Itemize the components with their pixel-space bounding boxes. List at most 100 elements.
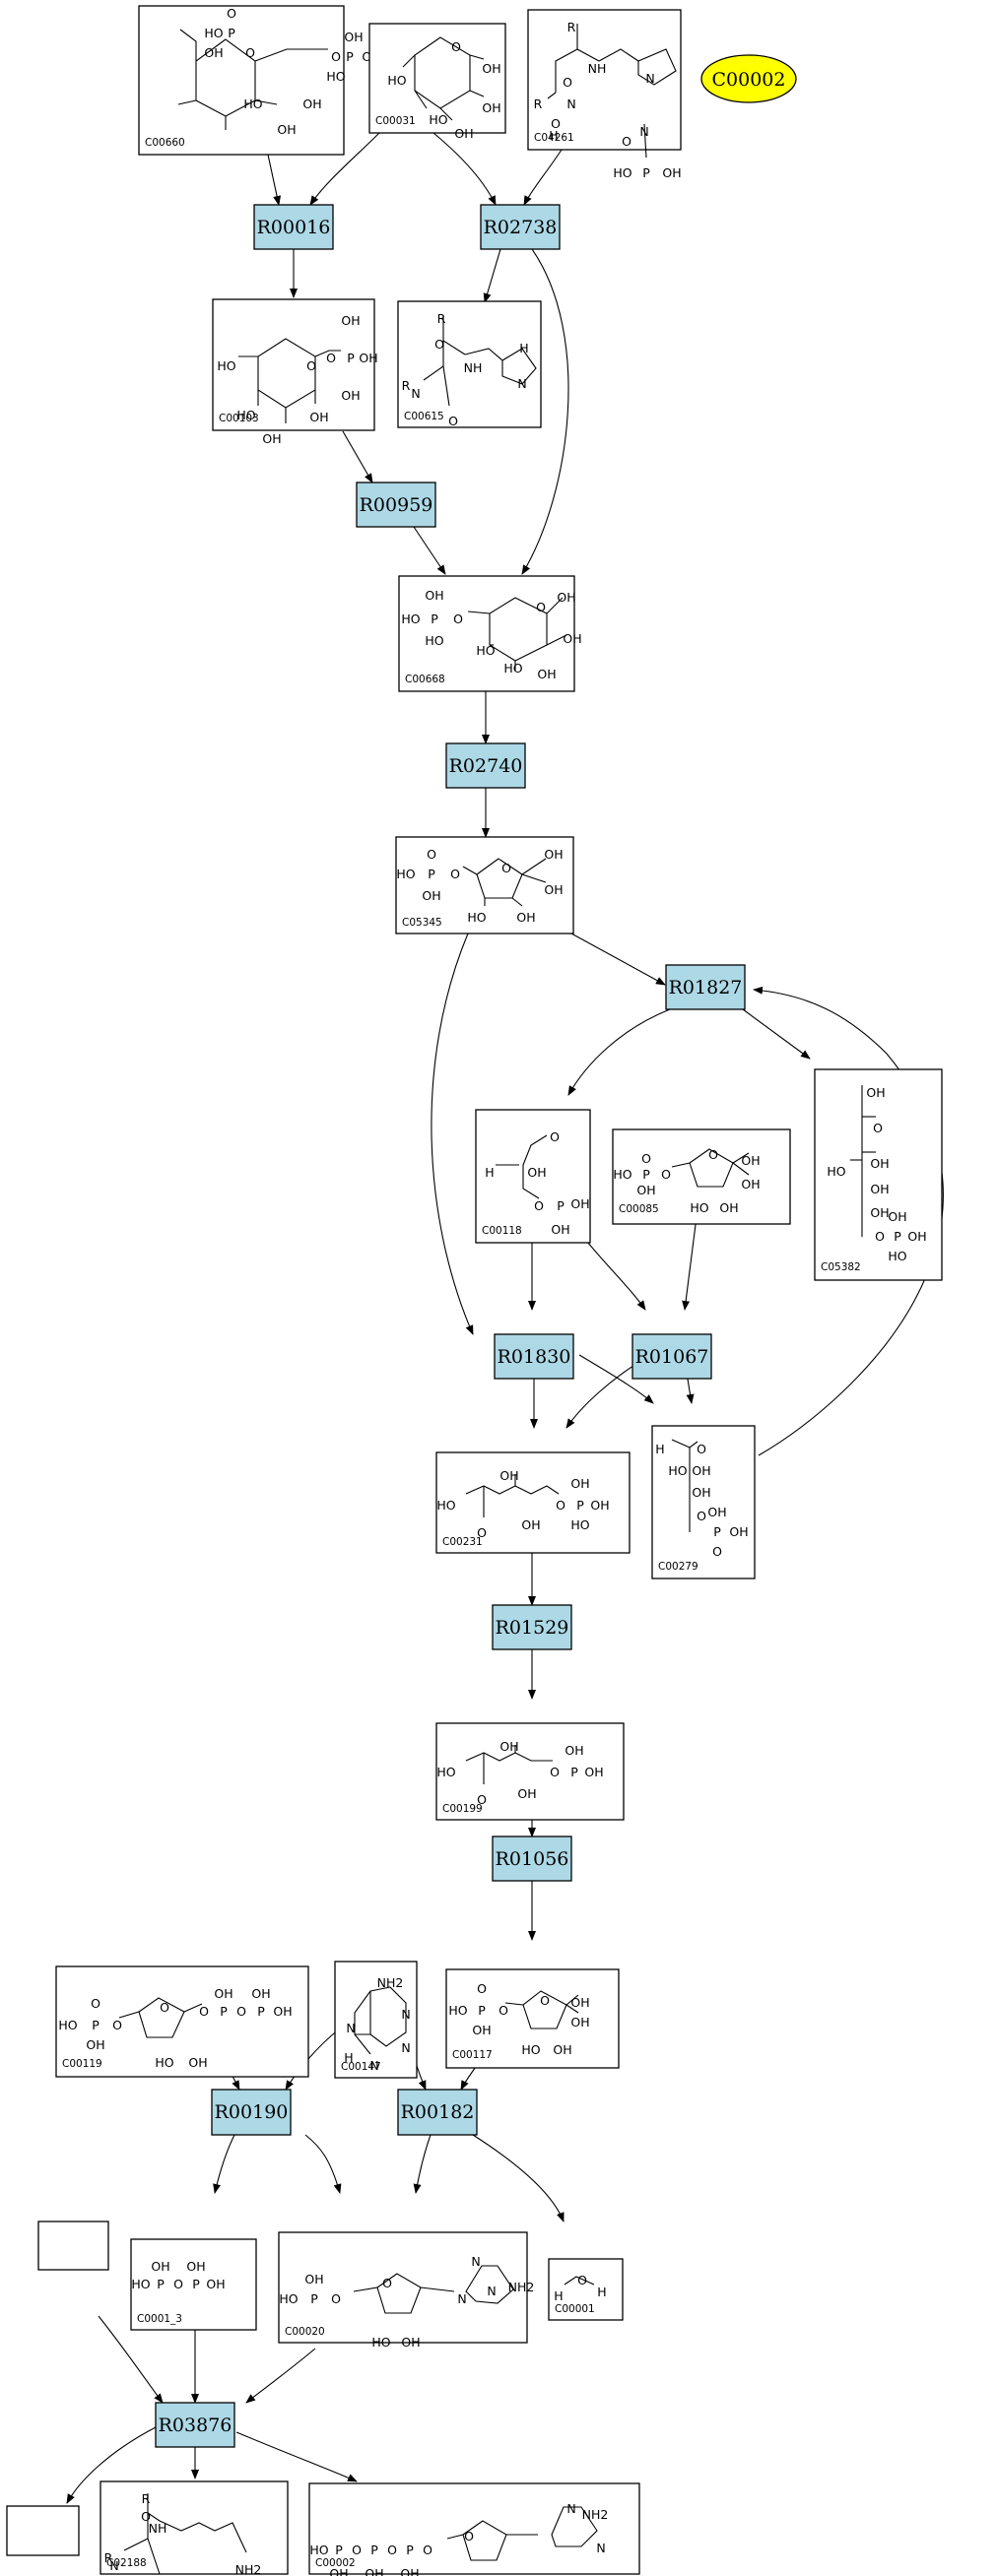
atom-label: O xyxy=(112,2018,122,2032)
ellipse-label: C00002 xyxy=(712,69,786,91)
compound-id: C00117 xyxy=(452,2049,493,2061)
empty-compound-box[interactable] xyxy=(6,2505,80,2556)
atom-label: OH xyxy=(329,2566,348,2576)
atom-label: O xyxy=(173,2277,183,2291)
reaction-label: R01827 xyxy=(669,977,743,998)
edge xyxy=(342,430,373,483)
atom-label: N xyxy=(411,386,420,401)
reaction-label: R00959 xyxy=(360,494,433,516)
compound-id: C00231 xyxy=(442,1536,483,1548)
atom-label: HO xyxy=(371,2335,390,2350)
compound-id: C05382 xyxy=(821,1261,861,1273)
compound-C00002[interactable]: NNH2NHOPOPOPOOHOHOHOHOOH C00002 xyxy=(308,2482,640,2576)
atom-label: OH xyxy=(557,590,575,605)
atom-label: P xyxy=(478,2003,486,2018)
atom-label: OH xyxy=(565,1743,583,1758)
edge xyxy=(309,132,380,206)
atom-label: OH xyxy=(277,122,296,137)
atom-label: OH xyxy=(186,2259,205,2274)
atom-label: OH xyxy=(584,1765,603,1779)
atom-label: O xyxy=(427,847,436,862)
atom-label: H xyxy=(597,2285,606,2299)
atom-label: O xyxy=(477,1525,487,1540)
atom-label: O xyxy=(477,1981,487,1996)
atom-label: P xyxy=(192,2277,200,2291)
atom-label: O xyxy=(160,2000,169,2015)
atom-label: O xyxy=(697,1509,706,1523)
atom-label: O xyxy=(199,2004,209,2019)
compound-id: C00020 xyxy=(285,2326,325,2338)
atom-label: OH xyxy=(741,1177,760,1191)
atom-label: O xyxy=(534,1198,544,1213)
compound-C02188[interactable]: RNHONRNH2O C02188 xyxy=(100,2480,289,2576)
reaction-R02740[interactable]: R02740 xyxy=(445,742,526,789)
compound-id: C00031 xyxy=(375,115,416,127)
compound-ellipse-C00002[interactable]: C00002 xyxy=(700,54,797,103)
atom-label: N xyxy=(346,2021,355,2035)
atom-label: OH xyxy=(707,1505,726,1519)
empty-compound-box[interactable] xyxy=(37,2221,109,2271)
atom-label: NH2 xyxy=(508,2280,535,2294)
atom-label: O xyxy=(448,414,458,428)
atom-label: O xyxy=(387,2543,397,2557)
atom-label: OH xyxy=(741,1153,760,1168)
reaction-R00016[interactable]: R00016 xyxy=(253,204,334,250)
reaction-R00190[interactable]: R00190 xyxy=(211,2089,292,2136)
atom-label: P xyxy=(220,2004,228,2019)
atom-label: O xyxy=(577,2273,587,2287)
edge xyxy=(245,2348,316,2404)
atoms: RNHONRNH2O xyxy=(104,2491,262,2576)
atom-label: N xyxy=(566,97,575,111)
atom-label: OH xyxy=(719,1200,738,1215)
reaction-R01056[interactable]: R01056 xyxy=(492,1835,572,1882)
reaction-R00959[interactable]: R00959 xyxy=(356,482,436,528)
reaction-R01830[interactable]: R01830 xyxy=(494,1333,574,1380)
atom-label: O xyxy=(873,1121,883,1135)
atom-label: OH xyxy=(401,2335,420,2350)
atom-label: P xyxy=(576,1498,584,1513)
atom-label: O xyxy=(498,2003,508,2018)
atom-label: P xyxy=(557,1198,565,1213)
compound-id: C00660 xyxy=(145,137,185,149)
atom-label: OH xyxy=(206,2277,225,2291)
compound-C00001[interactable]: HOH C00001 xyxy=(548,2258,624,2321)
atom-label: OH xyxy=(425,588,443,603)
atom-label: O xyxy=(382,2276,392,2290)
atom-label: OH xyxy=(309,410,328,424)
reaction-R01067[interactable]: R01067 xyxy=(631,1333,712,1380)
atom-label: N xyxy=(109,2558,118,2573)
atom-label: P xyxy=(428,867,435,881)
atom-label: O xyxy=(141,2509,151,2524)
reaction-R03876[interactable]: R03876 xyxy=(155,2402,235,2448)
reaction-R01529[interactable]: R01529 xyxy=(492,1604,572,1650)
atom-label: OH xyxy=(570,2015,589,2029)
reaction-R01827[interactable]: R01827 xyxy=(665,964,746,1010)
reaction-label: R01056 xyxy=(496,1848,569,1870)
compound-C00660[interactable]: HOPOOHOOPOHOHHOHOOHOH C00660 xyxy=(138,5,381,156)
reaction-R02738[interactable]: R02738 xyxy=(480,204,561,250)
edge xyxy=(682,1208,698,1311)
atom-label: OH xyxy=(188,2055,207,2070)
atom-label: O xyxy=(326,351,336,365)
reaction-R00182[interactable]: R00182 xyxy=(397,2089,478,2136)
